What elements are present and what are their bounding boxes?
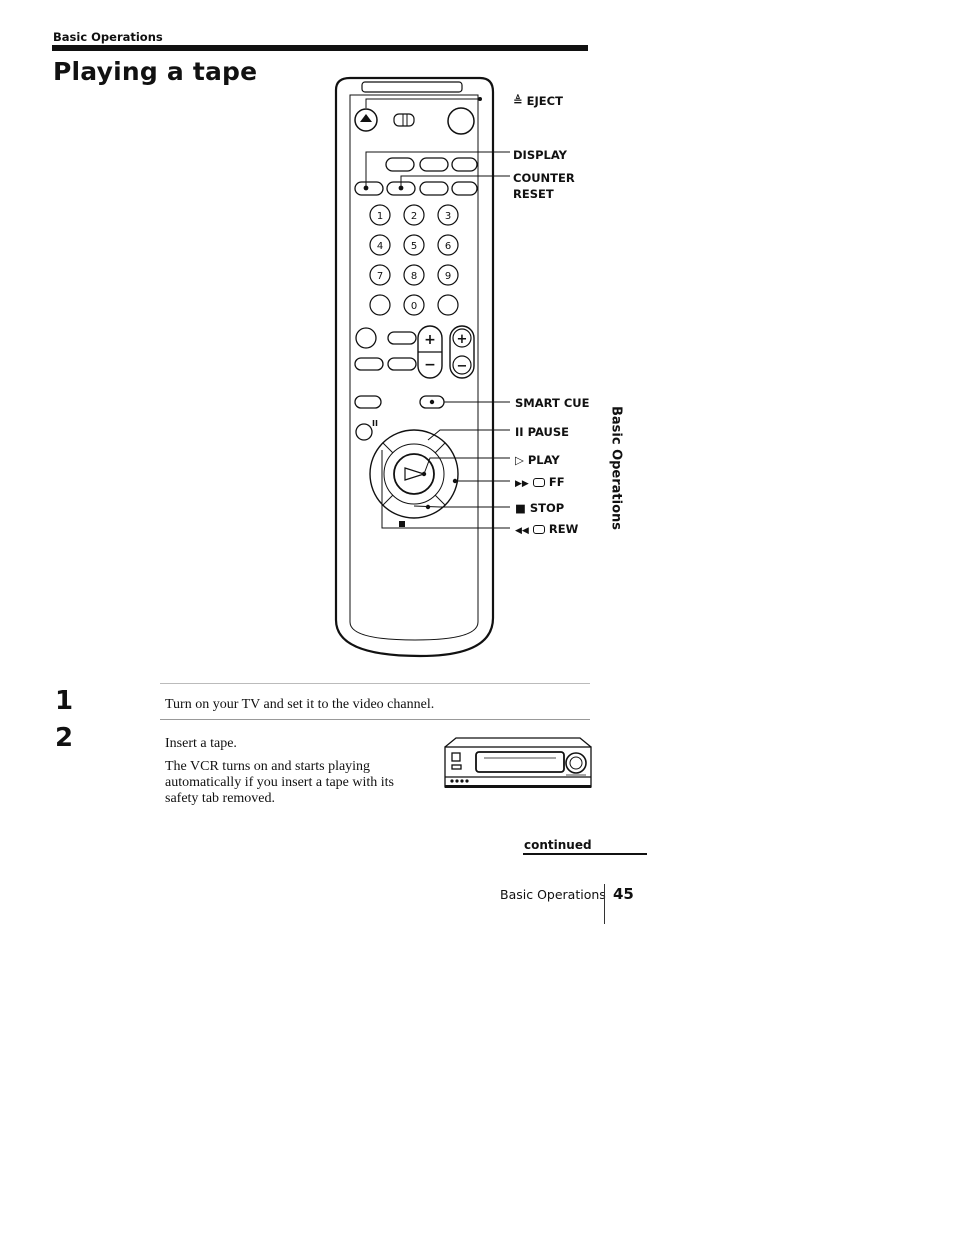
power-key-icon — [447, 107, 475, 135]
counter-reset-callout: COUNTER RESET — [513, 171, 575, 201]
display-callout: DISPLAY — [513, 148, 567, 162]
header-rule — [52, 45, 588, 51]
vcr-illustration — [444, 737, 592, 788]
page-title: Playing a tape — [53, 57, 258, 86]
svg-text:5: 5 — [411, 241, 417, 252]
continued-rule — [523, 853, 647, 855]
tape-slot-icon — [475, 751, 565, 773]
step-text: Insert a tape. — [165, 736, 237, 751]
step-number: 2 — [55, 723, 74, 753]
svg-text:0: 0 — [411, 301, 417, 312]
smart-cue-callout: SMART CUE — [515, 396, 590, 410]
svg-text:6: 6 — [445, 241, 451, 252]
footer-separator — [604, 884, 605, 924]
ff-callout: ▶▶ FF — [515, 475, 565, 489]
stop-glyph-icon: ■ — [515, 501, 526, 515]
divider — [160, 683, 590, 684]
remote-control-illustration: 1 2 3 4 5 6 7 8 9 0 + − + − II — [334, 76, 510, 658]
svg-text:II: II — [372, 419, 378, 428]
svg-text:−: − — [424, 357, 436, 373]
play-key-icon — [393, 453, 435, 495]
page-number: 45 — [613, 885, 634, 903]
play-glyph-icon: ▷ — [515, 453, 524, 467]
ff-glyph-icon: ▶▶ — [515, 479, 529, 489]
continued-label: continued — [524, 838, 592, 852]
svg-text:4: 4 — [377, 241, 383, 252]
svg-text:8: 8 — [411, 271, 417, 282]
pause-callout: II PAUSE — [515, 425, 569, 439]
stop-callout: ■ STOP — [515, 501, 565, 515]
svg-text:−: − — [457, 359, 468, 374]
svg-text:+: + — [424, 332, 436, 348]
step-text: Turn on your TV and set it to the video … — [165, 697, 435, 712]
footer-section: Basic Operations — [500, 887, 606, 902]
running-header: Basic Operations — [53, 30, 163, 44]
divider — [160, 719, 590, 720]
tape-search-icon — [532, 478, 545, 487]
eject-glyph-icon: ≜ — [513, 94, 523, 108]
step-note: The VCR turns on and starts playing auto… — [165, 759, 394, 806]
svg-text:2: 2 — [411, 211, 417, 222]
eject-key-icon — [354, 108, 378, 132]
svg-text:9: 9 — [445, 271, 451, 282]
svg-text:3: 3 — [445, 211, 451, 222]
side-tab: Basic Operations — [608, 405, 624, 531]
step-number: 1 — [55, 686, 74, 716]
svg-text:+: + — [457, 332, 468, 347]
rew-glyph-icon: ◀◀ — [515, 526, 529, 536]
pause-glyph-icon: II — [515, 425, 524, 439]
eject-callout: ≜ EJECT — [513, 94, 563, 108]
tape-search-icon — [532, 525, 545, 534]
svg-text:1: 1 — [377, 211, 383, 222]
play-callout: ▷ PLAY — [515, 453, 560, 467]
svg-text:7: 7 — [377, 271, 383, 282]
rew-callout: ◀◀ REW — [515, 522, 579, 536]
